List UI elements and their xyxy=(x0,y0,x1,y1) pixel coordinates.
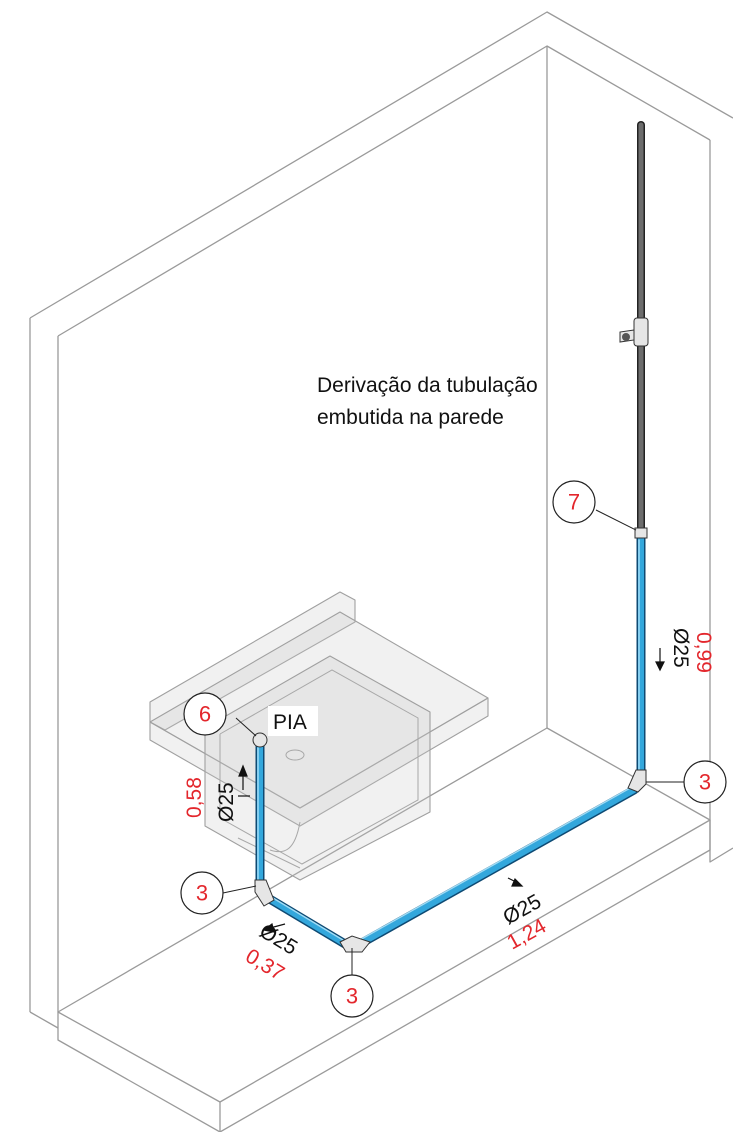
callout-number: 3 xyxy=(346,984,358,1009)
annotation-line-1: Derivação da tubulação xyxy=(317,374,538,397)
callout-number: 3 xyxy=(699,770,711,795)
callout-circle xyxy=(183,692,227,736)
callout-3-right: 3 xyxy=(683,760,727,804)
callout-number: 6 xyxy=(199,702,211,727)
callout-number: 3 xyxy=(196,881,208,906)
dim-vertical-diameter: Ø25 xyxy=(669,628,692,668)
fixture-label: PIA xyxy=(273,711,307,734)
elbow-fitting-bottom xyxy=(339,935,371,953)
pipe-network xyxy=(252,121,649,953)
arrow-up-head-icon xyxy=(238,764,248,777)
flow-arrows xyxy=(238,648,665,933)
dim-sink-riser-length: 0,58 xyxy=(183,777,206,818)
back-wall-inner-edge xyxy=(57,45,711,337)
annotation-text: Derivação da tubulação embutida na pared… xyxy=(317,374,538,429)
arrow-left-head-icon xyxy=(262,922,275,933)
callout-6: 6 xyxy=(183,692,227,736)
dim-vertical-length: 0,99 xyxy=(692,632,715,673)
horizontal-long-highlight xyxy=(357,786,633,942)
callout-3-bottom: 3 xyxy=(330,974,374,1018)
dim-sink-riser-diameter: Ø25 xyxy=(215,782,238,822)
left-wall-base xyxy=(29,1011,59,1029)
arrow-down-head-icon xyxy=(655,661,665,672)
sink-countertop xyxy=(149,591,489,881)
floor-slab-right xyxy=(219,820,711,1132)
callout-leaders xyxy=(222,509,688,975)
leader-6 xyxy=(235,717,257,737)
valve-icon xyxy=(619,317,649,347)
callout-7: 7 xyxy=(552,480,596,524)
horizontal-long-pipe xyxy=(357,787,637,947)
callout-number: 7 xyxy=(568,490,580,515)
callout-circle xyxy=(683,760,727,804)
horizontal-short-highlight xyxy=(267,894,344,941)
elbow-fitting-left xyxy=(254,879,275,907)
sink-outlet-fitting xyxy=(252,732,268,748)
floor-slab-front xyxy=(57,1012,221,1132)
callout-circle xyxy=(330,974,374,1018)
fixture-label-background xyxy=(268,706,318,736)
right-wall-edge xyxy=(709,140,733,863)
leader-7 xyxy=(595,509,637,531)
elbow-fitting-right xyxy=(627,769,647,793)
leader-3-left xyxy=(222,885,257,894)
room-walls xyxy=(29,11,733,1132)
sink-countertop-front xyxy=(149,697,489,827)
sink-drain xyxy=(285,749,305,761)
arrow-diagonal-head-icon xyxy=(511,877,524,887)
sink-basin-inner xyxy=(219,669,419,865)
back-wall-top-edge xyxy=(29,11,733,319)
callout-3-left: 3 xyxy=(180,871,224,915)
annotation-line-2: embutida na parede xyxy=(317,406,504,429)
coupling-fitting xyxy=(634,527,648,539)
callout-circle xyxy=(552,480,596,524)
horizontal-short-pipe xyxy=(265,895,348,947)
sink-trap xyxy=(237,821,301,869)
callout-circle xyxy=(180,871,224,915)
